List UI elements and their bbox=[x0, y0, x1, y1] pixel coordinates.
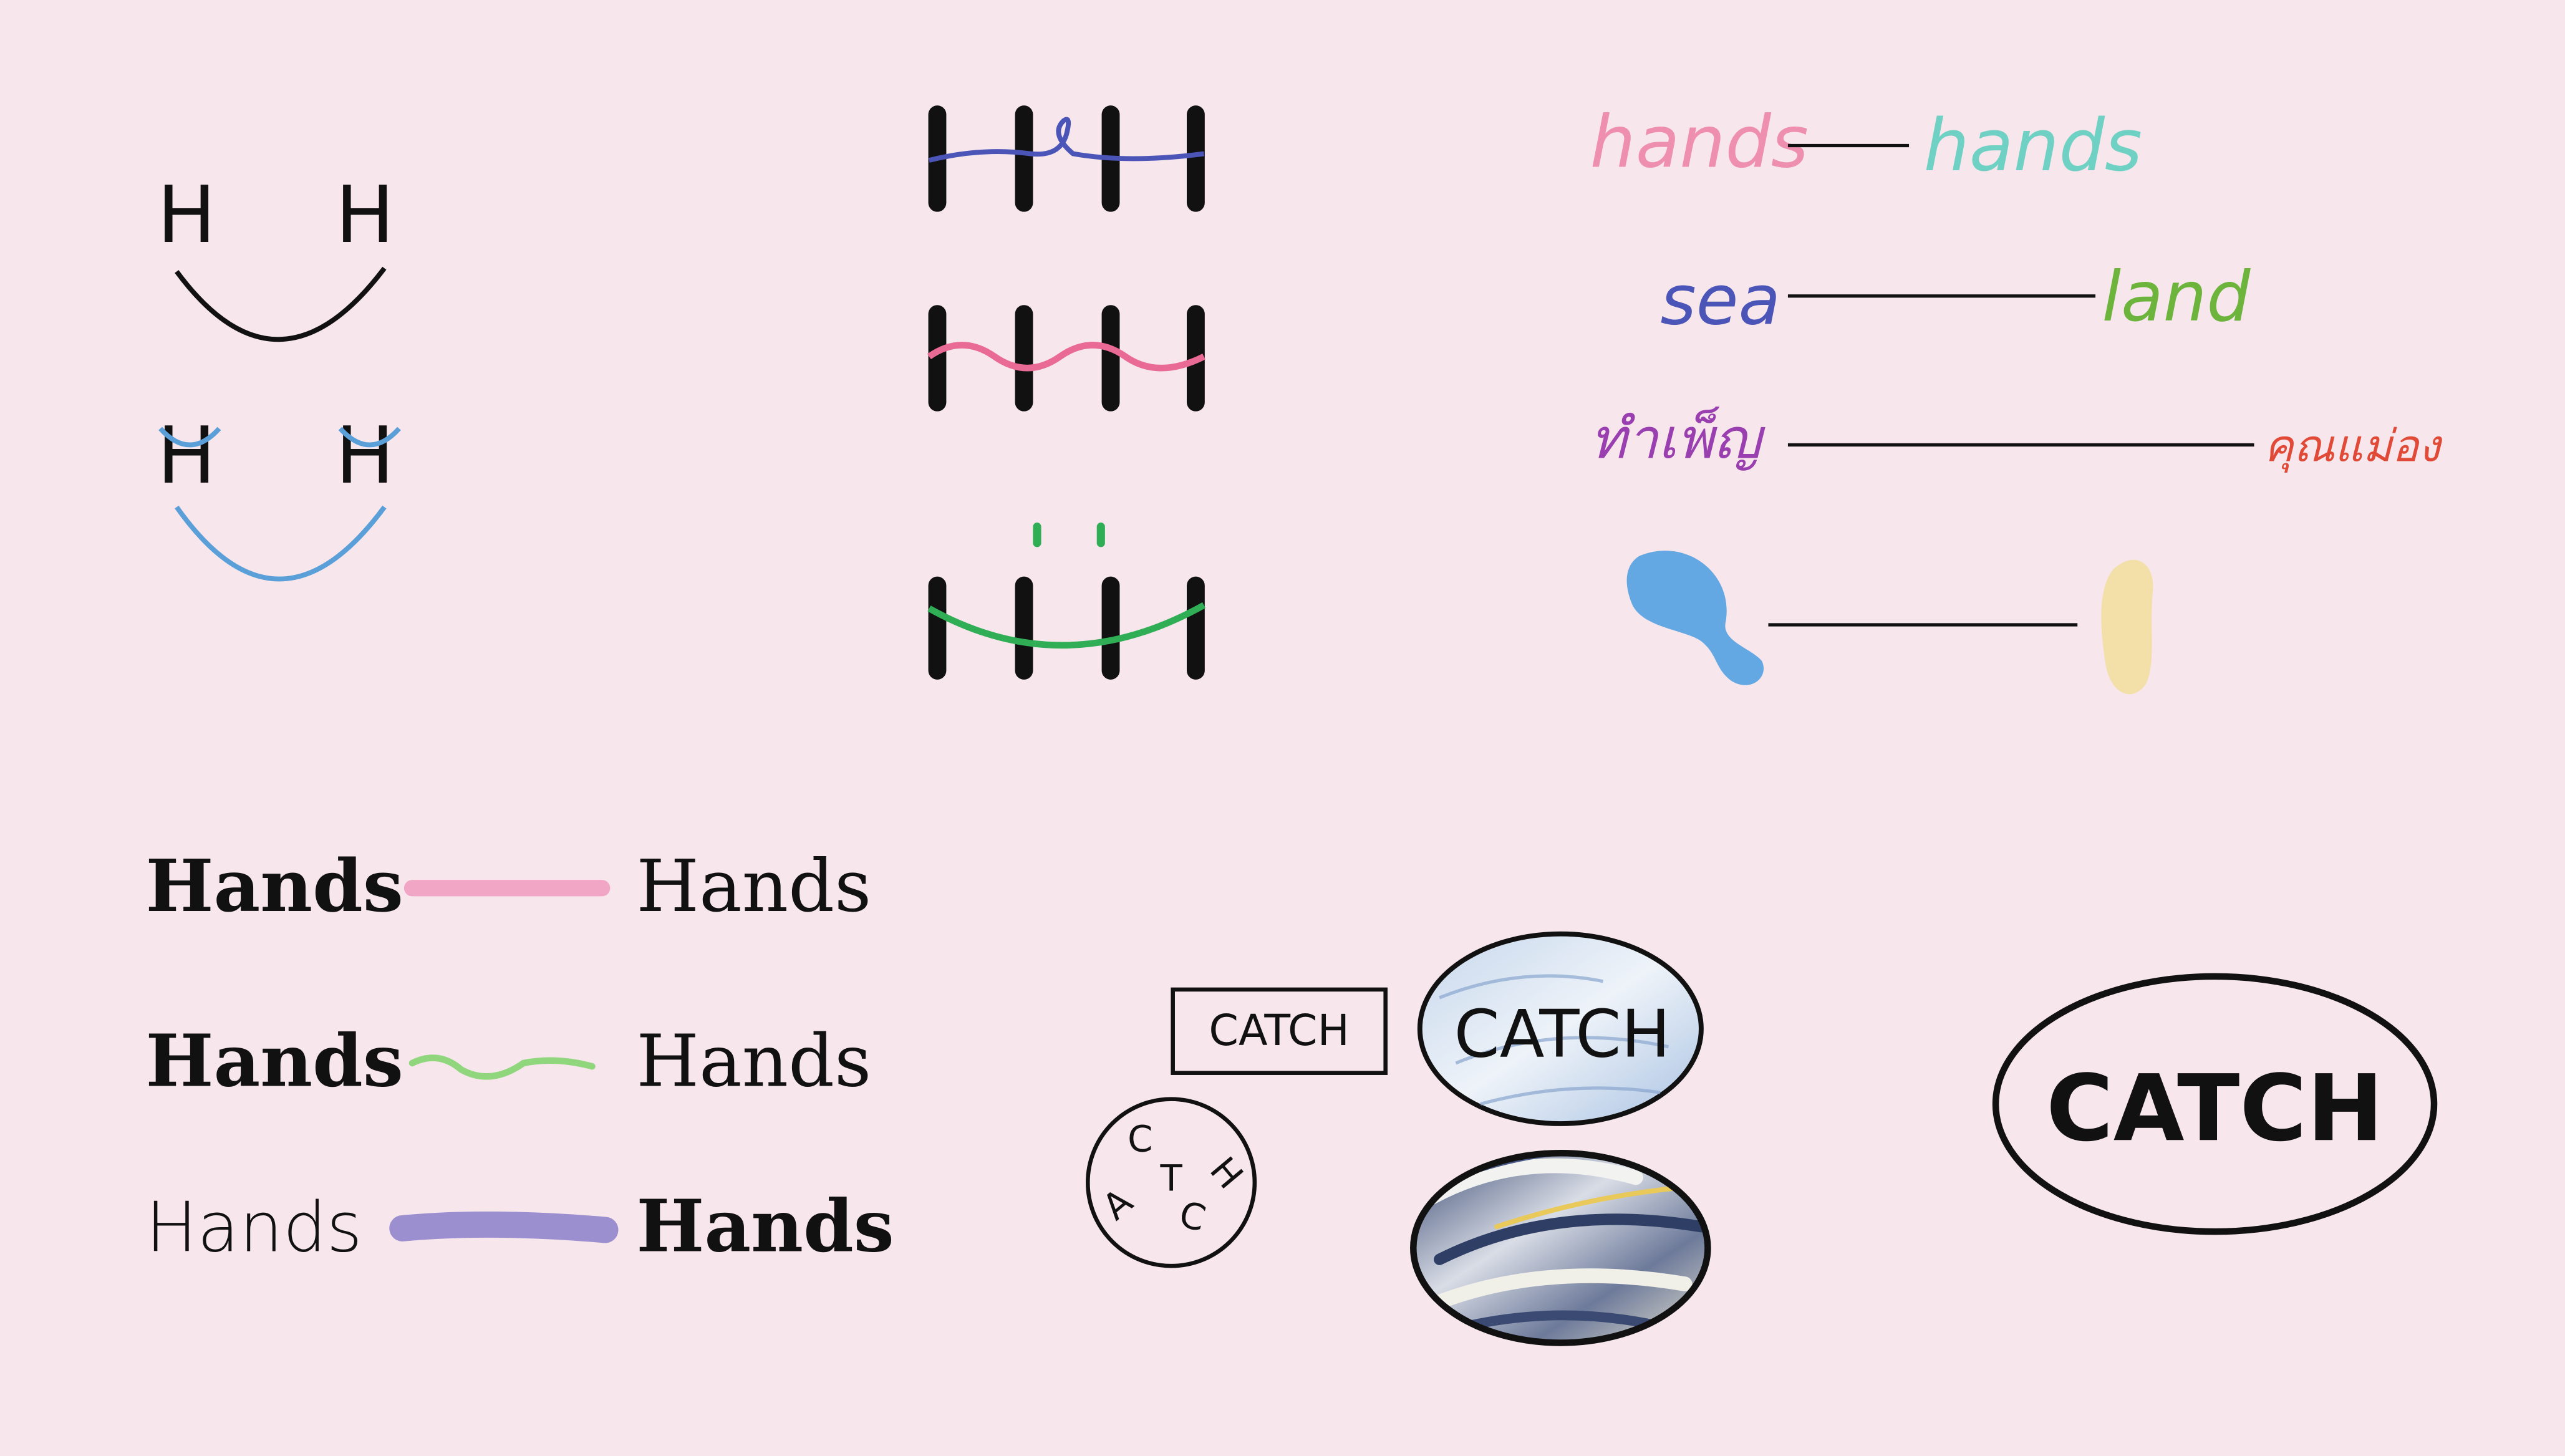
eye-arc-right bbox=[338, 427, 401, 448]
eye-arc-left bbox=[158, 427, 221, 448]
smiley-letter-left: H bbox=[157, 169, 216, 261]
circle-letter-a: A bbox=[1094, 1180, 1141, 1228]
smiley-letter-right: H bbox=[336, 169, 395, 261]
hands-row-1: Hands Hands bbox=[145, 844, 871, 928]
circle-letter-c1: C bbox=[1128, 1118, 1152, 1160]
smiley-letter-left-2: H bbox=[157, 410, 216, 501]
smiley-black: H H bbox=[157, 169, 395, 342]
catch-box-text: CATCH bbox=[1209, 1006, 1350, 1056]
hands-row-3: Hands Hands bbox=[145, 1185, 894, 1269]
hands-row3-left: Hands bbox=[145, 1188, 362, 1268]
blob-pair bbox=[1626, 551, 2153, 695]
hands-row1-right: Hands bbox=[636, 845, 871, 928]
catch-photo-oval-text: CATCH bbox=[1454, 996, 1670, 1072]
circle-letter-c2: C bbox=[1175, 1193, 1210, 1240]
hands-row2-left: Hands bbox=[145, 1020, 403, 1104]
purple-brush-stroke bbox=[389, 1211, 619, 1243]
circle-letter-t: T bbox=[1159, 1157, 1182, 1200]
circle-letter-h: H bbox=[1202, 1149, 1252, 1197]
hhh-logo-pink bbox=[927, 305, 1205, 412]
word-thai-right: คุณแม่อง bbox=[2264, 420, 2443, 473]
hands-row2-right: Hands bbox=[636, 1020, 871, 1104]
word-sea: sea bbox=[1660, 260, 1780, 340]
word-land: land bbox=[2102, 257, 2251, 337]
word-thai-left: ทำเพ็ญ bbox=[1590, 406, 1766, 471]
hhh-green-smile bbox=[927, 602, 1206, 649]
word-pair-2: sea land bbox=[1660, 257, 2251, 340]
hhh-logo-blue bbox=[928, 105, 1205, 212]
hands-row3-right: Hands bbox=[636, 1185, 894, 1269]
hands-row-2: Hands Hands bbox=[145, 1020, 871, 1104]
word-pair-3: ทำเพ็ญ คุณแม่อง bbox=[1590, 406, 2443, 473]
catch-big-oval-logo: CATCH bbox=[1992, 973, 2438, 1235]
hhh-pink-wave bbox=[927, 342, 1205, 372]
catch-big-oval-text: CATCH bbox=[2046, 1055, 2384, 1162]
catch-box-logo: CATCH bbox=[1171, 987, 1388, 1075]
smile-arc-black bbox=[175, 266, 387, 342]
catch-circle-logo: C A T C H bbox=[1086, 1097, 1257, 1268]
word-pair-1: hands hands bbox=[1590, 101, 2142, 188]
yellow-blob-icon bbox=[2101, 559, 2153, 695]
catch-photo-oval: CATCH bbox=[1417, 931, 1704, 1126]
smiley-letter-right-2: H bbox=[336, 410, 395, 501]
green-wavy-stroke bbox=[408, 1054, 596, 1080]
hhh-blue-loop bbox=[928, 117, 1205, 163]
hhh-logo-green bbox=[927, 523, 1206, 680]
word-hands-pink: hands bbox=[1590, 101, 1809, 185]
word-hands-teal: hands bbox=[1924, 104, 2142, 188]
blue-blob-icon bbox=[1626, 551, 1764, 685]
smiley-blue: H H bbox=[157, 410, 401, 582]
hands-row1-left: Hands bbox=[145, 844, 403, 928]
fish-photo-icon bbox=[1410, 1149, 1711, 1346]
smile-arc-blue bbox=[175, 505, 387, 582]
